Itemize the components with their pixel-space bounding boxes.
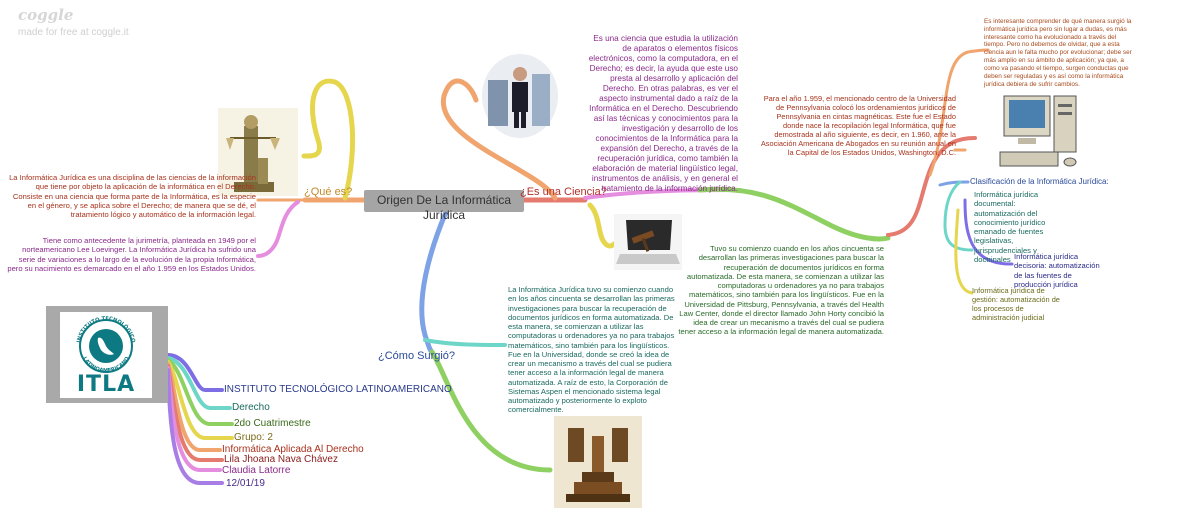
justice-statue-picture	[218, 108, 298, 196]
info-date[interactable]: 12/01/19	[226, 478, 265, 489]
brand-logo[interactable]: coggle	[18, 6, 74, 24]
itla-logo-text: ITLA	[76, 372, 136, 397]
branch-que-es-text1[interactable]: La Informática Jurídica es una disciplin…	[9, 173, 256, 219]
link-yellow-down	[587, 202, 617, 249]
link-right-orange	[928, 48, 990, 177]
branch-como-surgio-text[interactable]: La Informática Jurídica tuvo su comienzo…	[508, 285, 675, 415]
info-student[interactable]: Lila Jhoana Nava Chávez	[224, 454, 338, 465]
branch-documental[interactable]: Informática jurídica documental: automat…	[974, 190, 1046, 264]
info-group[interactable]: Grupo: 2	[234, 432, 273, 443]
link-como-surgio	[419, 209, 449, 355]
link-right-red	[886, 136, 977, 237]
itla-emblem-icon: INSTITUTO TECNOLÓGICO LATINOAMERICANO	[76, 316, 136, 374]
info-course[interactable]: Informática Aplicada Al Derecho	[222, 444, 364, 455]
link-info-4	[166, 360, 234, 440]
link-info-3	[166, 358, 234, 426]
link-orange-up	[441, 78, 558, 201]
brand-tagline[interactable]: made for free at coggle.it	[18, 27, 129, 38]
info-teacher[interactable]: Claudia Latorre	[222, 465, 291, 476]
branch-como-surgio[interactable]: ¿Cómo Surgió?	[378, 350, 456, 362]
branch-gestion[interactable]: Informática jurídica de gestión: automat…	[972, 286, 1060, 323]
branch-interesante[interactable]: Es interesante comprender de qué manera …	[984, 18, 1132, 88]
link-documental	[943, 180, 974, 252]
lawyer-books-picture	[482, 54, 558, 138]
computer-picture	[996, 90, 1082, 176]
link-gestion	[954, 208, 974, 295]
info-institute[interactable]: INSTITUTO TECNOLÓGICO LATINOAMERICANO	[224, 384, 452, 395]
link-clasificacion	[938, 180, 970, 187]
branch-clasificacion[interactable]: Clasificación de la Informática Jurídica…	[970, 177, 1109, 186]
branch-que-es[interactable]: ¿Qué es?	[304, 186, 353, 198]
branch-que-es-text2[interactable]: Tiene como antecedente la jurimetría, pl…	[7, 236, 256, 273]
branch-es-ciencia[interactable]: ¿Es una Ciencia?	[520, 186, 607, 198]
link-como-teal	[423, 338, 507, 347]
root-node[interactable]	[364, 190, 524, 212]
info-term[interactable]: 2do Cuatrimestre	[234, 418, 311, 429]
branch-decisoria[interactable]: Informática jurídica decisoria: automati…	[1014, 252, 1100, 289]
info-career[interactable]: Derecho	[232, 402, 270, 413]
gavel-picture	[554, 416, 642, 508]
link-info-2	[166, 356, 232, 410]
link-tuvo	[697, 186, 891, 242]
link-info-1	[166, 353, 224, 392]
link-como-green	[429, 349, 553, 473]
laptop-gavel-picture	[614, 214, 682, 270]
link-yellow-up	[301, 78, 356, 201]
root-node-label: Origen De La Informática Jurídica	[376, 193, 512, 222]
link-info-8	[166, 368, 224, 485]
branch-es-ciencia-text[interactable]: Es una ciencia que estudia la utilizació…	[588, 34, 738, 193]
branch-pennsylvania[interactable]: Para el año 1.959, el mencionado centro …	[760, 94, 956, 158]
link-pink-down	[256, 200, 300, 258]
branch-tuvo-comienzo[interactable]: Tuvo su comienzo cuando en los años cinc…	[678, 244, 884, 337]
link-decisoria	[963, 198, 1014, 266]
